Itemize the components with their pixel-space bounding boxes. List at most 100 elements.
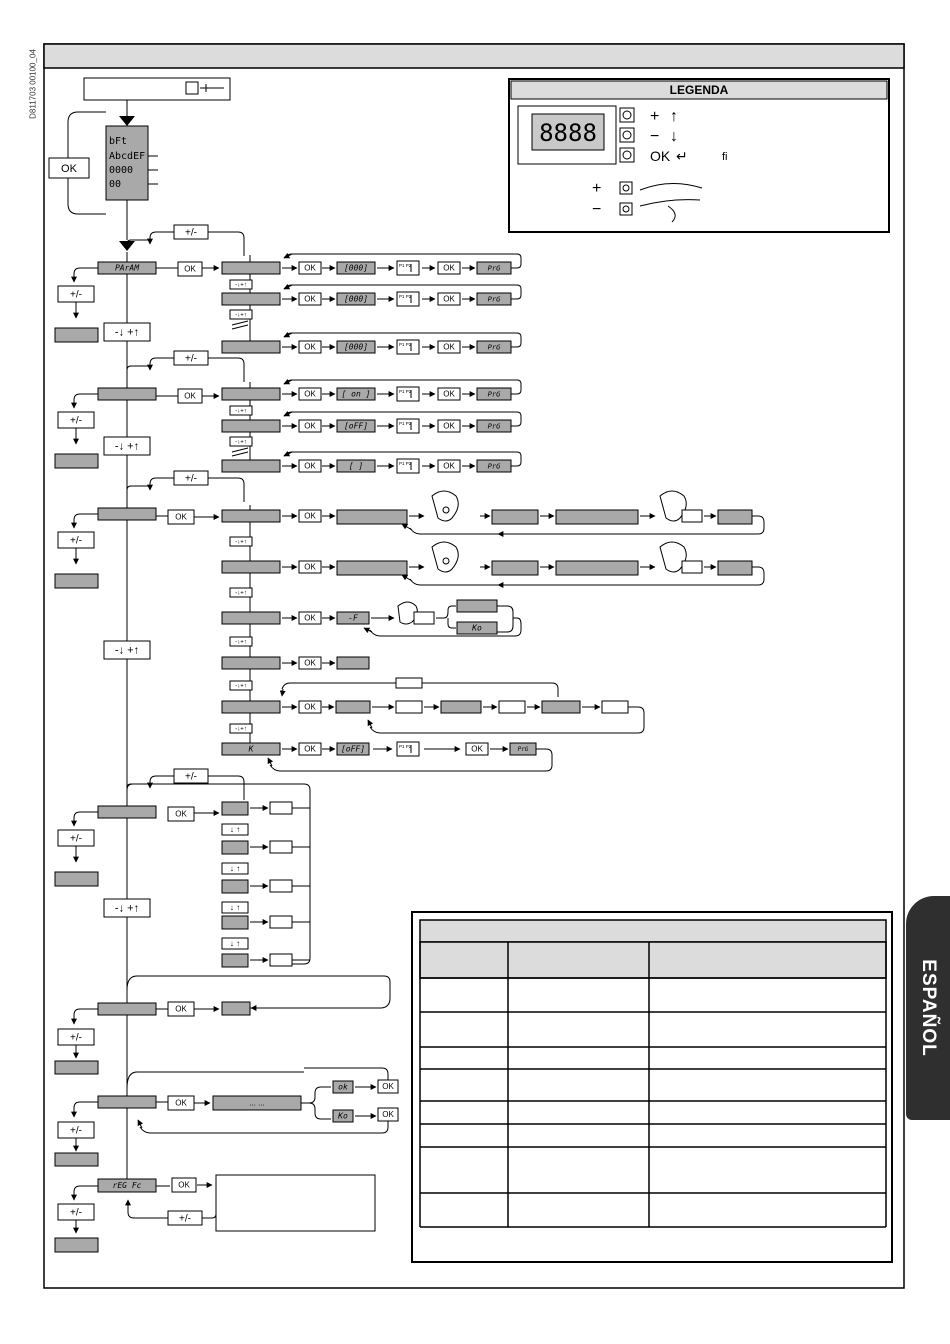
- logic-row-2-value: [336, 419, 376, 433]
- legend-ok-arrow: ↵: [676, 148, 688, 164]
- radio-row-1-remote-icon: [442, 506, 450, 514]
- radio-row-2-value: [336, 560, 408, 576]
- block4-ok: [167, 806, 195, 822]
- radio-nav-2-label: -↓+↑: [235, 591, 247, 597]
- param-row-2-ok2: [437, 292, 461, 306]
- reg-plusminus-back-label: +/-: [179, 1213, 191, 1224]
- logic-row-2-p1p2: [396, 418, 420, 434]
- block6-display: [97, 1095, 157, 1109]
- param-row-1-ok-label: OK: [304, 264, 316, 273]
- radio-k-p1p2-label: P1 P2: [399, 744, 412, 749]
- legend-panel: LEGENDA 8888 + ↑ − ↓ OK ↵ fi + −: [508, 78, 890, 233]
- block4-nav-2-label: ↓ ↑: [230, 864, 240, 873]
- radio-f-ok: [298, 611, 322, 625]
- param-row-2-ok-label: OK: [304, 295, 316, 304]
- logic-row-3-display: [221, 459, 281, 473]
- logic-row-1-p1p2-label: P1 P2: [399, 389, 412, 394]
- radio-k-ok2-label: OK: [471, 745, 483, 754]
- logic-menu-display: [97, 387, 157, 401]
- block4-row-1-display: [221, 801, 249, 816]
- block4-nav-4: [221, 937, 249, 950]
- start-ok-key: [48, 157, 90, 179]
- radio-chain-top: [395, 677, 423, 689]
- block4-row-3-value: [269, 879, 293, 893]
- param-row-1-value: [336, 261, 376, 275]
- param-menu-plusminus-left-label: +/-: [70, 289, 82, 300]
- param-ok-label: OK: [184, 265, 196, 274]
- block6-ok-key-label: OK: [382, 1082, 394, 1091]
- radio-f-result-ko: [456, 621, 498, 635]
- logic-row-1-p1p2: [396, 386, 420, 402]
- logic-row-1-ok-label: OK: [304, 390, 316, 399]
- param-ok: [177, 261, 203, 277]
- ok-button-icon: [619, 147, 635, 163]
- start-ok-label: OK: [61, 163, 78, 175]
- param-row-3-display: [221, 340, 281, 354]
- radio-row-2-hand-icon: [681, 560, 703, 574]
- reg-display-label: rEG Fc: [113, 1181, 142, 1190]
- block6-plusminus-label: +/-: [70, 1125, 82, 1136]
- reg-exit: [54, 1237, 99, 1253]
- radio-nav-4: [229, 680, 253, 691]
- param-row-2-p1p2: [396, 291, 420, 307]
- radio-row-4-ok: [298, 656, 322, 670]
- param-row-3-ok2: [437, 340, 461, 354]
- reg-ok-label: OK: [178, 1181, 190, 1190]
- radio-row-1-step2: [555, 509, 639, 525]
- block4-row-5-value: [269, 953, 293, 967]
- legend-fi: fi: [722, 151, 728, 163]
- param-row-1-p1p2-label: P1 P2: [399, 263, 412, 268]
- radio-row-1-ok: [298, 509, 322, 523]
- block6-ok-result-label: ok: [338, 1083, 348, 1092]
- radio-k-display-label: K: [248, 745, 255, 754]
- radio-row-5-v6: [601, 700, 629, 714]
- block4-row-5-display: [221, 953, 249, 968]
- logic-row-2-prg-label: PrG: [488, 422, 501, 430]
- radio-nav-1-label: -↓+↑: [235, 540, 247, 546]
- legend-plus: +: [650, 108, 659, 125]
- start-display-line-1: bFt: [109, 136, 127, 147]
- radio-f-result-ok: [456, 599, 498, 613]
- logic-row-2-ok2-label: OK: [443, 422, 455, 431]
- radio-nav-main-label: -↓ +↑: [115, 645, 139, 657]
- param-nav-1-label: -↓+↑: [235, 283, 247, 289]
- radio-row-5-display: [221, 700, 281, 714]
- block4-nav-2: [221, 862, 249, 875]
- logic-row-3-value-label: [ ]: [349, 462, 363, 471]
- block6-ko-result-label: Ko: [337, 1112, 348, 1121]
- block4-row-2-value: [269, 840, 293, 854]
- param-row-2-value: [336, 292, 376, 306]
- param-row-2-ok: [298, 292, 322, 306]
- radio-k-display: [221, 742, 281, 756]
- radio-k-value: [336, 742, 370, 756]
- start-display: [105, 125, 149, 201]
- param-row-2-value-label: [000]: [344, 295, 368, 304]
- block4-nav-3-label: ↓ ↑: [230, 903, 240, 912]
- radio-k-value-label: [oFF]: [341, 745, 365, 754]
- radio-row-5-ok-label: OK: [304, 703, 316, 712]
- logic-row-3-prg-label: PrG: [488, 462, 501, 470]
- block6-progress-label: ... ...: [249, 1099, 265, 1108]
- radio-f-result-ko-label: Ko: [471, 624, 482, 633]
- param-row-3-p1p2: [396, 339, 420, 355]
- radio-k-ok-label: OK: [304, 745, 316, 754]
- block4-row-4-display: [221, 915, 249, 930]
- legend-ok: OK: [650, 148, 671, 164]
- radio-f-value-label: -F: [348, 614, 358, 623]
- hand-press-icon: [185, 81, 224, 95]
- radio-k-ok: [298, 742, 322, 756]
- logic-row-3-ok2-label: OK: [443, 462, 455, 471]
- block4-nav-4-label: ↓ ↑: [230, 939, 240, 948]
- param-nav-2: [229, 309, 253, 320]
- radio-k-p1p2: [396, 741, 420, 757]
- language-tab: ESPAÑOL: [906, 896, 950, 1120]
- radio-row-1-end: [717, 509, 753, 525]
- block4-menu-display: [97, 805, 157, 819]
- param-menu-exit: [54, 327, 99, 343]
- radio-nav-2: [229, 587, 253, 598]
- logic-nav-2: [229, 436, 253, 447]
- radio-row-2-remote-icon: [442, 557, 450, 565]
- logic-row-1-ok: [298, 387, 322, 401]
